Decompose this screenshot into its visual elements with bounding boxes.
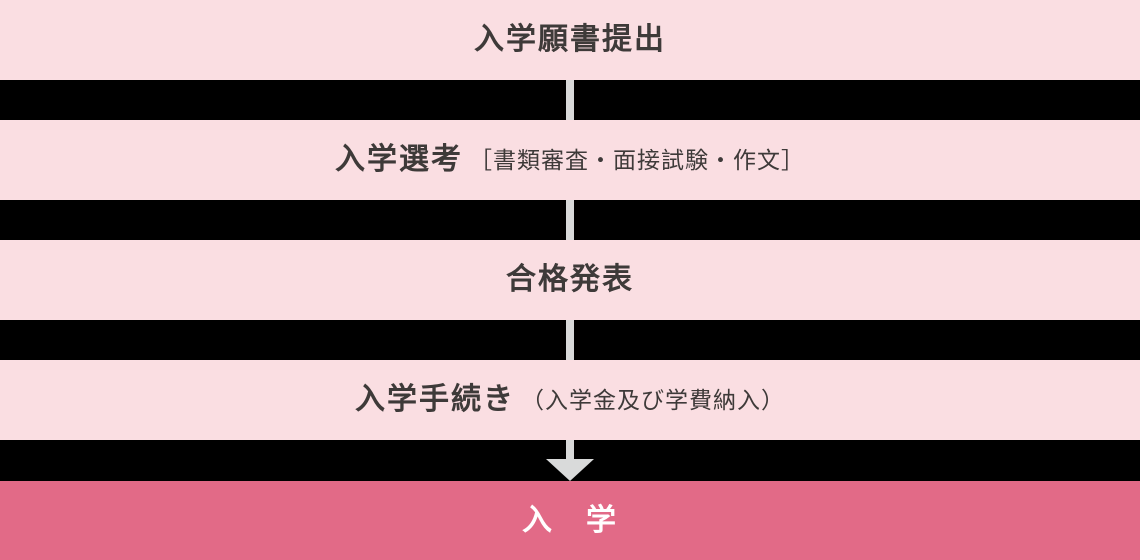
step-title: 入学選考 xyxy=(335,143,463,176)
flow-connector xyxy=(0,320,1140,360)
down-arrow-icon xyxy=(546,459,594,481)
connector-line xyxy=(566,80,574,120)
flow-connector xyxy=(0,80,1140,120)
final-title: 入 学 xyxy=(522,503,618,537)
step-title: 入学願書提出 xyxy=(474,23,666,56)
flow-step-selection: 入学選考 ［書類審査・面接試験・作文］ xyxy=(0,120,1140,200)
flow-final-enrollment: 入 学 xyxy=(0,481,1140,560)
step-title: 入学手続き xyxy=(355,383,515,416)
connector-line xyxy=(566,200,574,240)
connector-line xyxy=(566,320,574,360)
flow-step-application: 入学願書提出 xyxy=(0,0,1140,80)
step-title: 合格発表 xyxy=(506,263,634,296)
step-note: ［書類審査・面接試験・作文］ xyxy=(469,146,805,173)
flow-connector xyxy=(0,200,1140,240)
flow-step-announcement: 合格発表 xyxy=(0,240,1140,320)
step-note: （入学金及び学費納入） xyxy=(521,386,785,413)
flow-connector-final xyxy=(0,440,1140,481)
connector-line xyxy=(566,440,574,460)
flow-step-procedure: 入学手続き （入学金及び学費納入） xyxy=(0,360,1140,440)
